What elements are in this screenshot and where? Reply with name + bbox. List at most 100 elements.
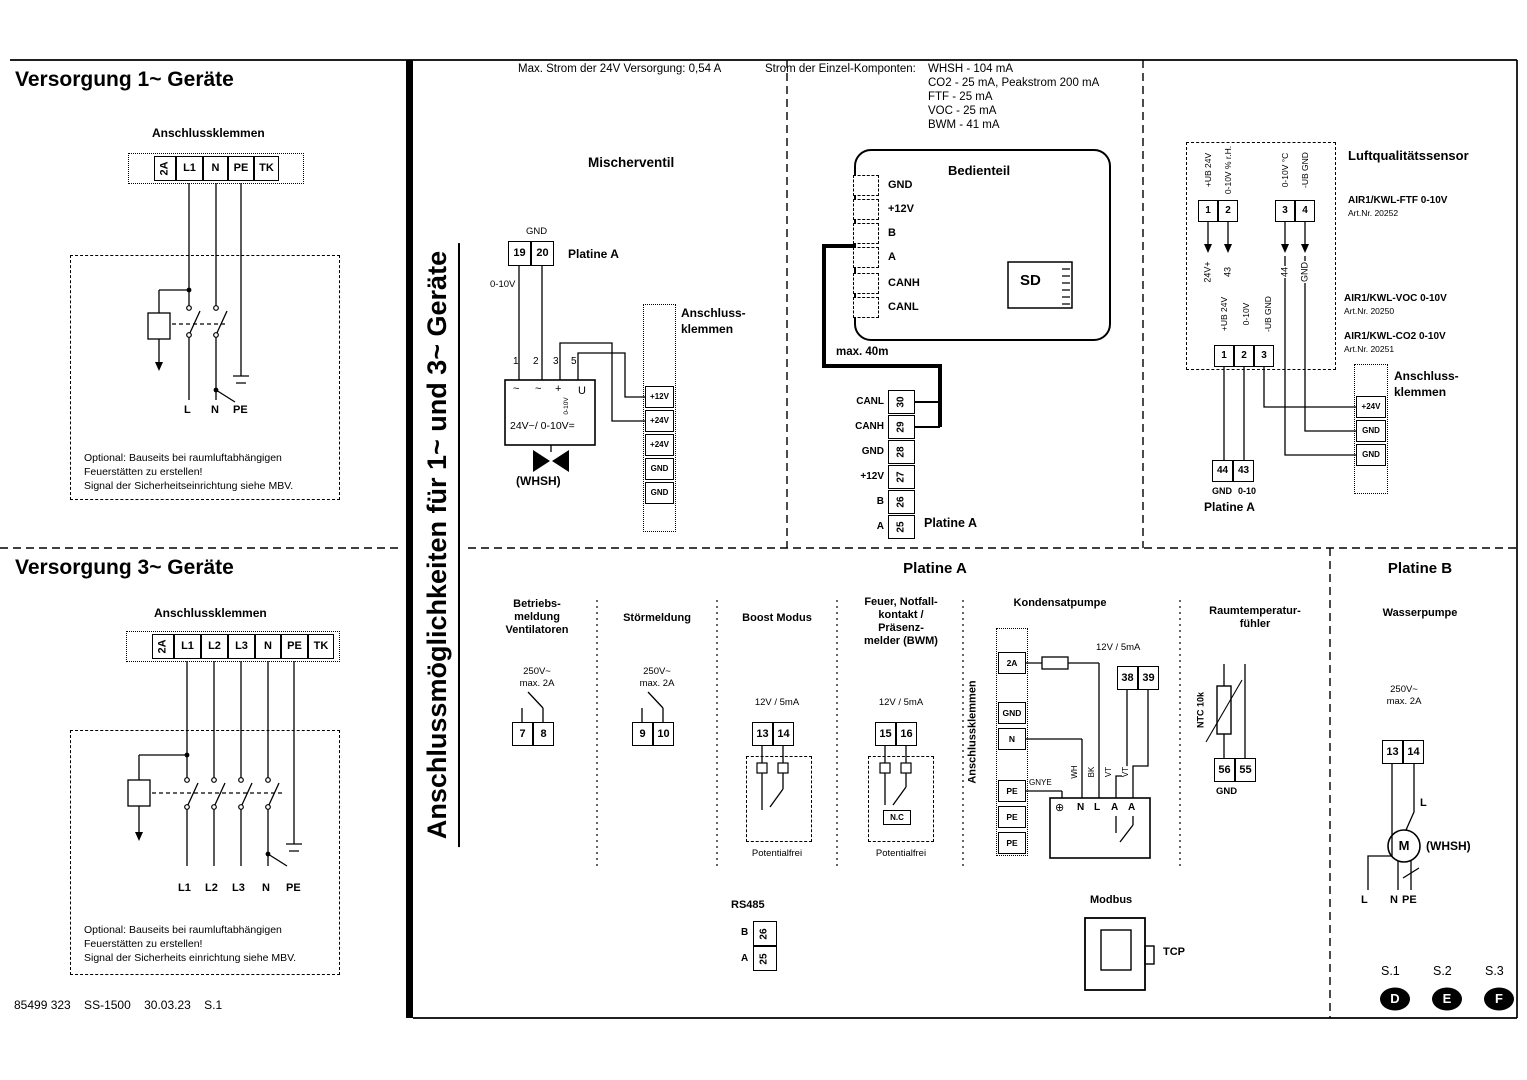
nc-label: N.C: [883, 810, 911, 825]
terminal-26: 26: [888, 490, 915, 514]
voc-pin-gnd: -UB GND: [1262, 295, 1273, 333]
page-ref-s1: S.1: [1381, 964, 1400, 978]
terminal-14: 14: [773, 722, 794, 746]
components-current-label: Strom der Einzel-Komponten:: [765, 63, 916, 75]
terminal-n: N: [255, 634, 281, 659]
wire-color-vt-1: VT: [1104, 765, 1113, 779]
component-current-co2: CO2 - 25 mA, Peakstrom 200 mA: [928, 77, 1100, 89]
wasserpumpe-title: Wasserpumpe: [1382, 607, 1458, 619]
whsh-label: (WHSH): [1426, 839, 1471, 853]
betrieb-title-2: meldung: [514, 611, 560, 623]
terminal-l1: L1: [176, 156, 203, 181]
terminal-27: 27: [888, 465, 915, 489]
wire-color-gnye: GNYE: [1029, 778, 1052, 787]
terminal-25: 25: [753, 946, 777, 971]
betrieb-title-3: Ventilatoren: [505, 624, 569, 636]
klemme-gnd-1: GND: [645, 458, 674, 480]
klemme-n: N: [998, 728, 1026, 750]
gnd-label: GND: [526, 226, 548, 237]
page-badge-d: D: [1390, 991, 1400, 1006]
terminal-l2: L2: [201, 634, 228, 659]
rs485-a-label: A: [741, 953, 749, 964]
terminal-8: 8: [533, 722, 554, 746]
platine-a-label: Platine A: [1204, 500, 1255, 514]
row-label-a: A: [876, 521, 884, 532]
voc-terminal-1: 1: [1214, 345, 1234, 367]
page-ref-s3: S.3: [1485, 964, 1504, 978]
klemme-2a: 2A: [998, 652, 1026, 674]
gnd-label: GND: [1216, 786, 1238, 797]
bedien-pin-box: [853, 247, 879, 268]
platine-a-label: Platine A: [568, 247, 619, 261]
terminal-number: 26: [895, 496, 907, 508]
component-current-ftf: FTF - 25 mA: [928, 91, 993, 103]
terminal-15: 15: [875, 722, 896, 746]
phase-label-n: N: [262, 882, 270, 894]
pin-sym-ac2: ~: [535, 383, 542, 395]
terminal-38: 38: [1117, 666, 1138, 690]
stoer-rating-v: 250V~: [643, 666, 671, 677]
ftf-terminal-1: 1: [1198, 200, 1218, 222]
bedien-pin-b: B: [888, 227, 896, 239]
wire-label-43: 43: [1222, 265, 1233, 279]
terminal-16: 16: [896, 722, 917, 746]
pin-sym-u: U: [578, 385, 586, 397]
kondensatpumpe-title: Kondensatpumpe: [1013, 597, 1107, 609]
feuer-title-2: kontakt /: [878, 609, 924, 621]
betrieb-title-1: Betriebs-: [513, 598, 561, 610]
boost-rating: 12V / 5mA: [754, 697, 800, 708]
ftf-terminal-3: 3: [1275, 200, 1295, 222]
mischer-klemmen-column: [643, 304, 676, 532]
component-current-whsh: WHSH - 104 mA: [928, 63, 1013, 75]
supply1-circuit-box: [70, 255, 340, 500]
klemme-24v-2: +24V: [645, 434, 674, 456]
terminal-number: 30: [895, 396, 907, 408]
terminal-2a: 2A: [152, 634, 174, 659]
mischerventil-title: Mischerventil: [588, 155, 675, 170]
klemme-gnd: GND: [998, 702, 1026, 724]
bedien-pin-box: [853, 223, 879, 244]
supply1-klemmen-label: Anschlussklemmen: [152, 126, 265, 140]
terminal-n: N: [203, 156, 228, 181]
modbus-title: Modbus: [1090, 894, 1133, 906]
anschluss-label-2: klemmen: [681, 322, 734, 336]
phase-label-n: N: [1390, 894, 1398, 906]
ftf-pin-ub24: +UB 24V: [1202, 151, 1213, 189]
pump-pin-earth-icon: ⊕: [1055, 802, 1065, 814]
klemme-pe-3: PE: [998, 832, 1026, 854]
phase-label-pe: PE: [286, 882, 301, 894]
component-current-voc: VOC - 25 mA: [928, 105, 997, 117]
wire-color-bk: BK: [1087, 765, 1096, 779]
0-10-label: 0-10: [1238, 486, 1257, 496]
actuator-rating-label: 24V~/ 0-10V=: [510, 420, 575, 432]
0-10v-rotated-label: 0-10V: [562, 396, 571, 416]
terminal-2a: 2A: [154, 156, 176, 181]
bedienteil-title: Bedienteil: [948, 163, 1011, 178]
terminal-30: 30: [888, 390, 915, 414]
ntc-label: NTC 10k: [1195, 690, 1206, 730]
supply1-terminal-block: [128, 153, 304, 184]
page-badge-e: E: [1442, 991, 1452, 1006]
terminal-28: 28: [888, 440, 915, 464]
wire-color-wh: WH: [1070, 764, 1079, 780]
bedien-pin-canh: CANH: [888, 277, 920, 289]
kond-rating: 12V / 5mA: [1096, 642, 1141, 653]
klemme-gnd-2: GND: [645, 482, 674, 504]
bedien-pin-gnd: GND: [888, 179, 913, 191]
anschluss-label-1: Anschluss-: [1394, 369, 1459, 383]
phase-label-l1: L1: [178, 882, 191, 894]
wire-color-vt-2: VT: [1121, 765, 1130, 779]
frame-and-wires: [0, 59, 1518, 1019]
phase-label-l2: L2: [205, 882, 218, 894]
terminal-tk: TK: [308, 634, 334, 659]
stoer-rating-a: max. 2A: [639, 678, 675, 689]
modbus-tcp-label: TCP: [1163, 946, 1185, 958]
pin-5: 5: [571, 356, 577, 367]
raumfuehler-title-1: Raumtemperatur-: [1209, 605, 1301, 617]
bedien-pin-box: [853, 199, 879, 220]
terminal-label: 2A: [158, 161, 171, 176]
voc-name: AIR1/KWL-VOC 0-10V: [1344, 293, 1447, 304]
pin-1: 1: [513, 356, 519, 367]
rs485-title: RS485: [731, 899, 765, 911]
terminal-55: 55: [1235, 758, 1256, 782]
